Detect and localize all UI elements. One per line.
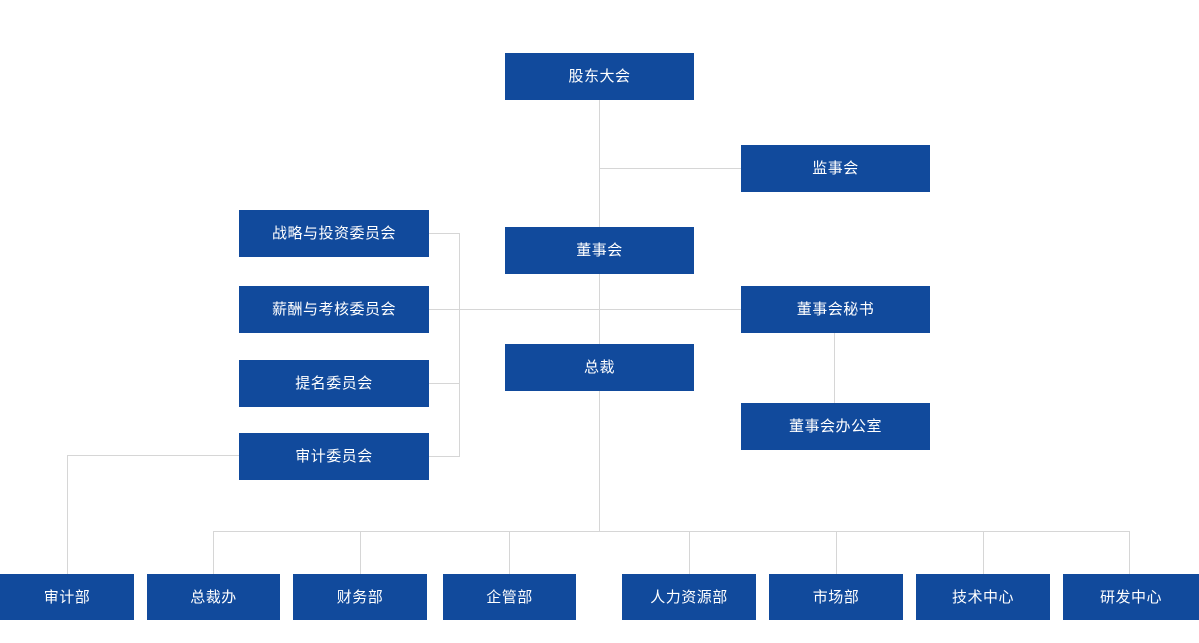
connector-dept-drop-4 bbox=[509, 531, 510, 574]
node-supervisory-board[interactable]: 监事会 bbox=[741, 145, 930, 192]
node-department-technology-center[interactable]: 技术中心 bbox=[916, 574, 1050, 620]
node-department-enterprise-management[interactable]: 企管部 bbox=[443, 574, 576, 620]
connector-dept-drop-7 bbox=[983, 531, 984, 574]
connector-committee-stub-4 bbox=[429, 456, 460, 457]
node-president[interactable]: 总裁 bbox=[505, 344, 694, 391]
connector-audit-committee-to-audit-dept-v bbox=[67, 455, 68, 574]
connector-shareholders-to-board bbox=[599, 100, 600, 227]
connector-board-to-secretary bbox=[429, 309, 741, 310]
connector-committee-bus bbox=[459, 233, 460, 456]
connector-department-bus bbox=[213, 531, 1129, 532]
node-board-of-directors[interactable]: 董事会 bbox=[505, 227, 694, 274]
node-department-president-office[interactable]: 总裁办 bbox=[147, 574, 280, 620]
connector-dept-drop-3 bbox=[360, 531, 361, 574]
connector-shareholders-to-supervisory bbox=[599, 168, 741, 169]
node-committee-nomination[interactable]: 提名委员会 bbox=[239, 360, 429, 407]
connector-dept-drop-5 bbox=[689, 531, 690, 574]
connector-committee-stub-1 bbox=[429, 233, 460, 234]
node-department-human-resources[interactable]: 人力资源部 bbox=[622, 574, 756, 620]
node-committee-strategy-investment[interactable]: 战略与投资委员会 bbox=[239, 210, 429, 257]
node-committee-remuneration-appraisal[interactable]: 薪酬与考核委员会 bbox=[239, 286, 429, 333]
connector-committee-stub-3 bbox=[429, 383, 460, 384]
connector-president-to-dept-bus bbox=[599, 391, 600, 531]
node-department-rd-center[interactable]: 研发中心 bbox=[1063, 574, 1199, 620]
node-department-marketing[interactable]: 市场部 bbox=[769, 574, 903, 620]
node-shareholders-meeting[interactable]: 股东大会 bbox=[505, 53, 694, 100]
connector-secretary-to-office bbox=[834, 333, 835, 404]
node-board-office[interactable]: 董事会办公室 bbox=[741, 403, 930, 450]
node-committee-audit[interactable]: 审计委员会 bbox=[239, 433, 429, 480]
connector-dept-drop-6 bbox=[836, 531, 837, 574]
node-board-secretary[interactable]: 董事会秘书 bbox=[741, 286, 930, 333]
node-department-finance[interactable]: 财务部 bbox=[293, 574, 427, 620]
node-department-audit[interactable]: 审计部 bbox=[0, 574, 134, 620]
connector-dept-drop-8 bbox=[1129, 531, 1130, 574]
connector-audit-committee-to-audit-dept-h bbox=[67, 455, 240, 456]
connector-dept-drop-2 bbox=[213, 531, 214, 574]
